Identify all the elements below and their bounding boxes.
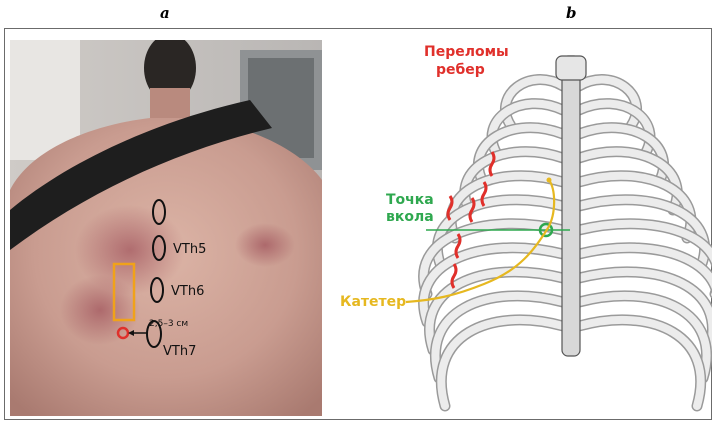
ribcage-svg: Переломы ребер Точка вкола Катетер [334,34,712,420]
rib-right [579,320,701,406]
puncture-label-line2: вкола [386,209,434,225]
rib-left [441,320,563,406]
catheter-tip [547,178,552,183]
rib-left [424,248,563,322]
panel-label-a: a [160,4,170,22]
panel-label-b: b [566,4,577,22]
ribcage-illustration: Переломы ребер Точка вкола Катетер [334,34,712,420]
rib-left [430,272,563,350]
neck [150,88,190,118]
manubrium [556,56,586,80]
label-vth5: VTh5 [173,242,206,257]
puncture-label-line1: Точка [386,192,434,208]
patient-back-photo: VTh5 VTh6 2,5–3 см VTh7 [10,40,322,416]
spine [562,56,580,356]
patient-back-illustration: VTh5 VTh6 2,5–3 см VTh7 [10,40,322,416]
label-vth7: VTh7 [163,344,196,359]
bruise-3 [235,223,295,267]
catheter-label: Катетер [340,294,406,310]
label-distance: 2,5–3 см [149,319,188,329]
rib-right [579,272,712,350]
fractures-label-line2: ребер [436,62,485,78]
fractures-label-line1: Переломы [424,44,509,60]
label-vth6: VTh6 [171,284,204,299]
